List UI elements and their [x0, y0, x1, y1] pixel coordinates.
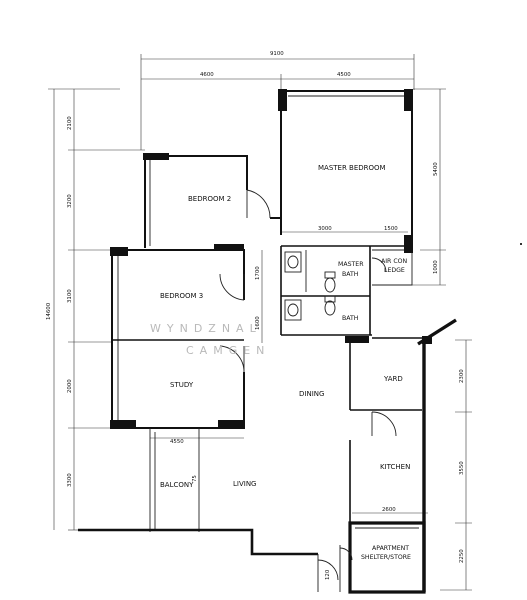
label-master-bath-2: BATH	[342, 271, 359, 278]
dim-left-2000: 2000	[67, 379, 73, 393]
dim-right-1000: 1000	[433, 260, 439, 274]
label-air-con-1: AIR CON	[381, 258, 408, 265]
label-bedroom-3: BEDROOM 3	[160, 292, 203, 300]
dim-right-2250: 2250	[459, 549, 465, 563]
room-labels: MASTER BEDROOM BEDROOM 2 BEDROOM 3 STUDY…	[160, 164, 411, 561]
label-shelter-2: SHELTER/STORE	[361, 554, 411, 561]
walls	[78, 90, 457, 594]
watermark-line1: WYNDZNAL	[150, 322, 262, 335]
label-dining: DINING	[299, 390, 324, 398]
dim-inner-2600: 2600	[382, 507, 396, 513]
dim-left-3300: 3300	[67, 473, 73, 487]
label-bedroom-2: BEDROOM 2	[188, 195, 231, 203]
label-shelter-1: APARTMENT	[372, 545, 409, 552]
dimension-lines	[48, 54, 472, 591]
dimension-labels: 9100 4600 4500 14600 2100 3200 3100 2000…	[46, 51, 465, 580]
label-study: STUDY	[170, 381, 194, 389]
dim-inner-120: 120	[325, 569, 331, 580]
dim-inner-1500: 1500	[384, 226, 398, 232]
dim-top-right: 4500	[337, 72, 351, 78]
label-air-con-2: LEDGE	[384, 267, 405, 274]
columns	[110, 89, 432, 429]
dim-inner-3000: 3000	[318, 226, 332, 232]
dim-overall-width: 9100	[270, 51, 284, 57]
doors	[219, 189, 397, 581]
label-master-bath-1: MASTER	[338, 261, 364, 268]
dim-inner-4550: 4550	[170, 439, 184, 445]
label-yard: YARD	[383, 375, 403, 383]
fixtures	[284, 250, 336, 321]
label-living: LIVING	[233, 480, 256, 488]
label-master-bedroom: MASTER BEDROOM	[318, 164, 386, 172]
dim-overall-height: 14600	[46, 302, 52, 320]
watermark: WYNDZNAL CAMGEN	[150, 322, 270, 357]
watermark-line2: CAMGEN	[186, 344, 270, 357]
dim-top-left: 4600	[200, 72, 214, 78]
dim-right-5400: 5400	[433, 162, 439, 176]
dim-inner-1700: 1700	[255, 266, 261, 280]
dim-left-3200: 3200	[67, 194, 73, 208]
edge-mark	[520, 243, 522, 245]
dim-left-3100: 3100	[67, 289, 73, 303]
label-balcony: BALCONY	[160, 481, 194, 489]
dim-right-2300: 2300	[459, 369, 465, 383]
label-kitchen: KITCHEN	[380, 463, 410, 471]
dim-inner-75: 75	[192, 475, 198, 482]
label-bath: BATH	[342, 315, 359, 322]
dim-inner-1600: 1600	[255, 316, 261, 330]
dim-left-2100: 2100	[67, 116, 73, 130]
dim-right-3550: 3550	[459, 461, 465, 475]
